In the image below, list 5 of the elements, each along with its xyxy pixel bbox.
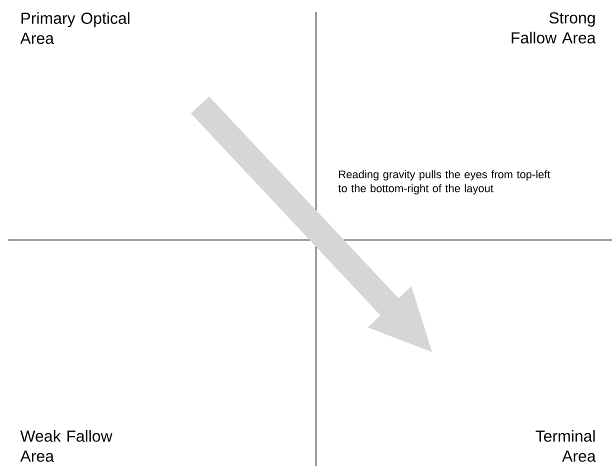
quadrant-label: Weak Fallow Area	[20, 430, 112, 462]
quadrant-label: Strong Fallow Area	[512, 12, 596, 44]
note-text: Reading gravity pulls the eyes from top-left to the bottom-right of the layout	[338, 170, 550, 194]
quadrant-label: Primary Optical Area	[20, 12, 130, 44]
quadrant-label: Terminal Area	[536, 430, 596, 462]
